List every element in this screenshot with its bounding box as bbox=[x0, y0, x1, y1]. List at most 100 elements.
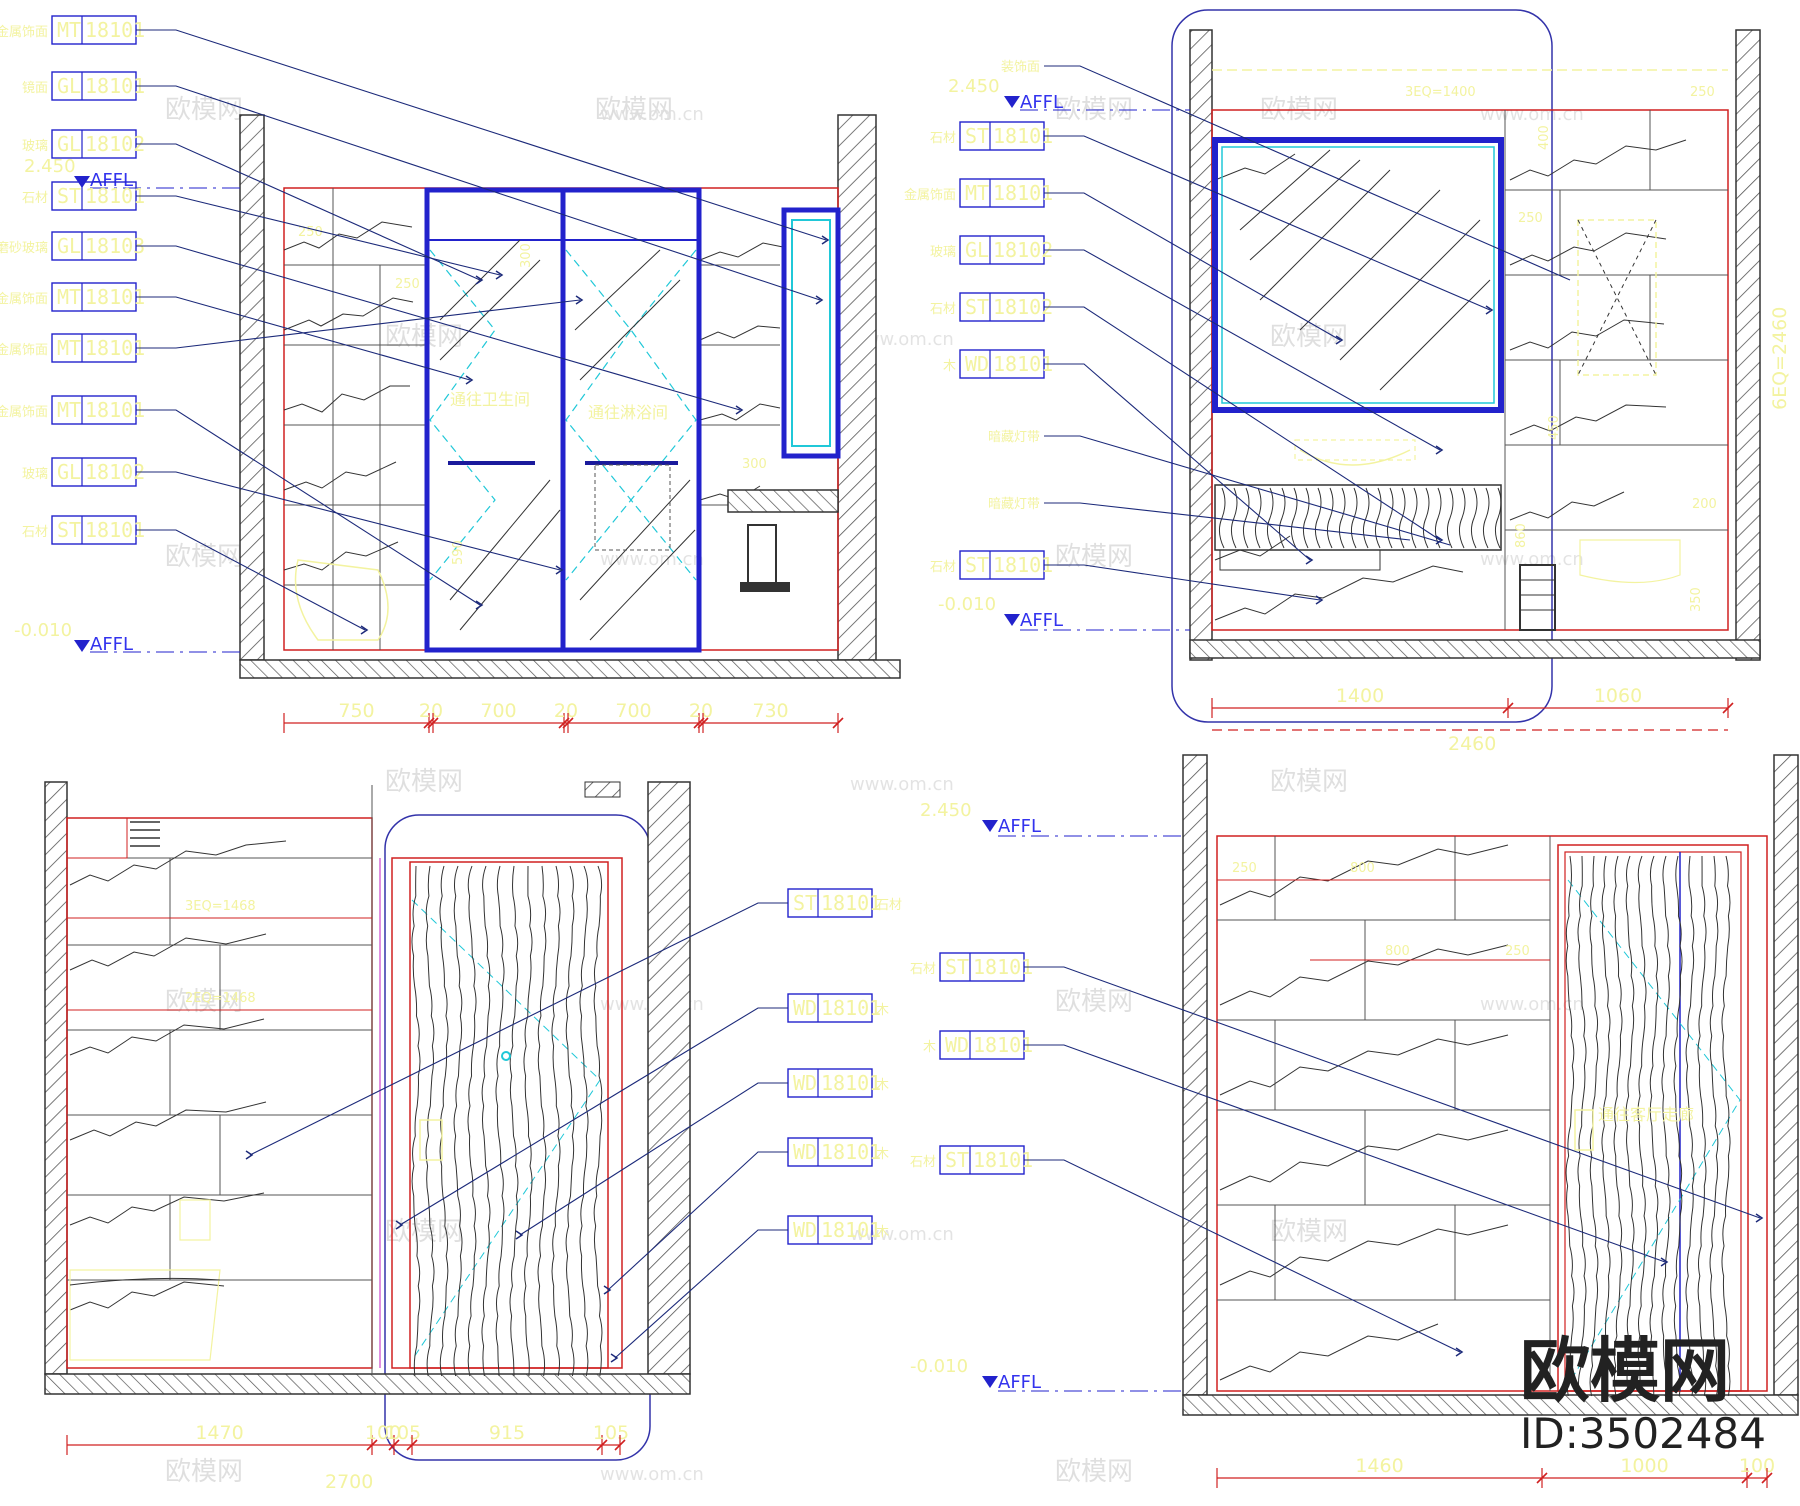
elevation-view-4: 通往客厅走廊 250 800 800 250 2.450 AFFL -0.010… bbox=[910, 754, 1799, 1488]
marble-veins bbox=[69, 840, 287, 1311]
watermark-text: 欧模网 bbox=[165, 1457, 243, 1487]
material-tag-name: 金属饰面 bbox=[0, 291, 48, 307]
material-tag-number: 18101 bbox=[993, 352, 1053, 376]
floor-slab bbox=[239, 659, 901, 679]
leader-line bbox=[1044, 435, 1451, 546]
material-tag-number: 18103 bbox=[85, 234, 145, 258]
material-tag-code: MT bbox=[57, 18, 81, 42]
leader-line bbox=[136, 195, 501, 276]
material-tag-name: 木 bbox=[876, 1147, 889, 1162]
right-wall bbox=[1773, 754, 1799, 1396]
door-note-shower: 通往淋浴间 bbox=[588, 403, 668, 422]
material-tag-number: 18101 bbox=[993, 124, 1053, 148]
brand-logo-text: 欧模网 bbox=[1520, 1330, 1730, 1412]
wall-mirror bbox=[781, 207, 841, 459]
dimension-label: 1460 bbox=[1355, 1455, 1403, 1477]
room-outline bbox=[1216, 835, 1768, 1392]
leader-line bbox=[136, 299, 581, 349]
material-tag-code: GL bbox=[57, 460, 81, 484]
inner-dim: 350 bbox=[1689, 587, 1704, 612]
leader-line bbox=[1044, 363, 1311, 561]
material-tag-number: 18101 bbox=[821, 891, 881, 915]
material-tag-number: 18102 bbox=[85, 132, 145, 156]
vanity-mirror bbox=[1212, 137, 1504, 413]
inner-dim: 800 bbox=[1350, 861, 1375, 876]
wood-grain bbox=[1565, 855, 1731, 1397]
material-tag-name: 木 bbox=[876, 1003, 889, 1018]
inner-dim: 590 bbox=[451, 540, 466, 565]
material-tag-number: 18101 bbox=[85, 184, 145, 208]
leader-line bbox=[136, 471, 561, 571]
brand-id: ID:3502484 bbox=[1520, 1409, 1766, 1458]
dimension-label: 915 bbox=[489, 1422, 525, 1444]
marble-veins bbox=[1214, 139, 1687, 621]
affl-top: AFFL bbox=[1020, 92, 1063, 113]
inner-dim: 300 bbox=[519, 243, 534, 268]
leader-line bbox=[249, 902, 788, 1156]
leader-line bbox=[136, 29, 827, 241]
material-tag-name: 暗藏灯带 bbox=[988, 497, 1040, 512]
dimension-label: 100 bbox=[1739, 1455, 1775, 1477]
watermark-text: 欧模网 bbox=[1055, 1457, 1133, 1487]
affl-bottom: AFFL bbox=[998, 1372, 1041, 1393]
leader-line bbox=[136, 296, 471, 381]
level-bottom: -0.010 bbox=[14, 620, 72, 641]
material-tag-name: 石材 bbox=[22, 525, 48, 540]
dimension-label: 700 bbox=[615, 700, 651, 722]
material-tag-name: 木 bbox=[876, 1078, 889, 1093]
leader-line bbox=[1044, 135, 1491, 311]
level-top: 2.450 bbox=[24, 156, 76, 177]
vanity-counter bbox=[727, 489, 839, 513]
elevation-view-1: 通往卫生间 通往淋浴间 250 250 300 300 590 2.450 AF… bbox=[0, 15, 901, 733]
watermark-url: www.om.cn bbox=[1480, 104, 1584, 125]
material-tag-number: 18102 bbox=[993, 295, 1053, 319]
right-wall bbox=[1735, 29, 1761, 661]
door-swing-lines bbox=[429, 249, 697, 581]
shower-niche bbox=[1577, 219, 1657, 376]
watermark-text: 欧模网 bbox=[1270, 1217, 1348, 1247]
inner-dim: 860 bbox=[1514, 523, 1529, 548]
level-top: 2.450 bbox=[948, 76, 1000, 97]
inner-dim: 250 bbox=[1518, 211, 1543, 226]
dimension-label: 20 bbox=[554, 700, 578, 722]
leader-line bbox=[607, 1151, 788, 1291]
material-tag-number: 18102 bbox=[993, 238, 1053, 262]
watermark-text: 欧模网 bbox=[165, 987, 243, 1017]
material-tag-code: GL bbox=[57, 132, 81, 156]
brand-logo: 欧模网 ID:3502484 bbox=[1520, 1330, 1766, 1458]
detail-callout-bubble bbox=[1171, 9, 1553, 723]
material-tag-code: WD bbox=[965, 352, 989, 376]
material-tag-code: ST bbox=[793, 891, 817, 915]
leader-line bbox=[1024, 1159, 1461, 1353]
leader-line bbox=[1044, 564, 1321, 601]
room-outline bbox=[1211, 109, 1729, 631]
watermark-url: www.om.cn bbox=[600, 549, 704, 570]
level-bottom: -0.010 bbox=[910, 1356, 968, 1377]
material-tag-name: 金属饰面 bbox=[0, 404, 48, 420]
inner-dim: 250 bbox=[1232, 861, 1257, 876]
marble-tile-grid bbox=[1217, 836, 1551, 1391]
marble-veins bbox=[1219, 844, 1509, 1381]
material-tag-code: WD bbox=[793, 1218, 817, 1242]
watermark-text: 欧模网 bbox=[385, 767, 463, 797]
affl-top: AFFL bbox=[998, 816, 1041, 837]
inner-dim: 800 bbox=[1385, 944, 1410, 959]
material-tag-code: MT bbox=[965, 181, 989, 205]
leader-line bbox=[1044, 65, 1571, 281]
material-tag-code: ST bbox=[57, 184, 81, 208]
marble-tile-grid bbox=[1504, 110, 1728, 630]
